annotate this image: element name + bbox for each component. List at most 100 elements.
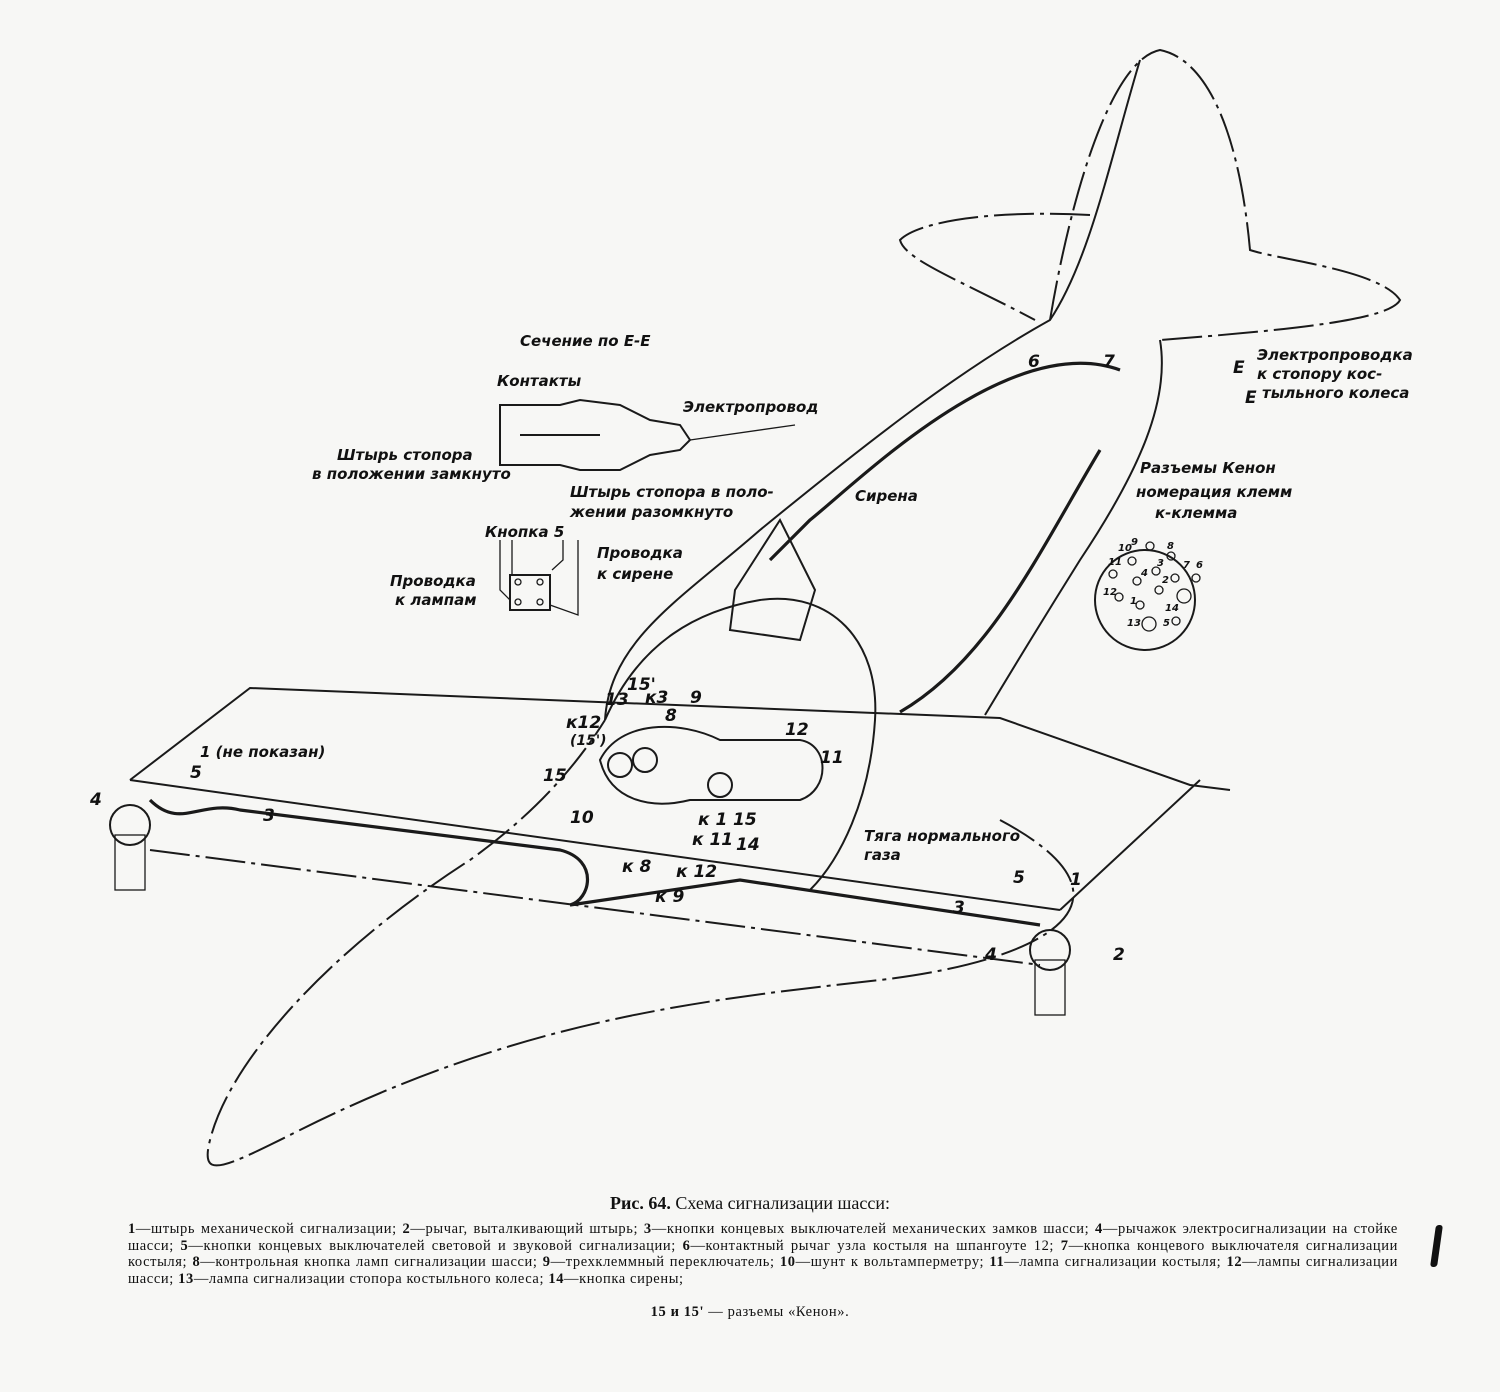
wiring-down-tail <box>899 449 1102 714</box>
label-k1: к 1 <box>698 810 728 830</box>
section-mark-e-2: E <box>1245 388 1257 408</box>
kenon-connector-face <box>1094 541 1201 651</box>
legend-item: 9—трехклеммный переключатель; <box>542 1254 775 1270</box>
label-15-left: 15 <box>543 766 567 786</box>
pin-closed-label-1: Штырь стопора <box>337 446 473 464</box>
legend-number: 4 <box>1095 1221 1103 1237</box>
tail-num-7: 7 <box>1103 352 1115 372</box>
right-label-5: 5 <box>1013 868 1025 888</box>
siren-wiring-label-1: Проводка <box>597 544 683 562</box>
label-k12: к 12 <box>676 862 718 882</box>
legend-number: 6 <box>682 1237 691 1254</box>
legend-item: 10—шунт к вольтамперметру; <box>779 1254 985 1270</box>
legend-text: кнопка сирены; <box>579 1270 684 1287</box>
label-10: 10 <box>570 808 594 828</box>
label-15-right: 15 <box>733 810 757 830</box>
legend-item: 6—контактный рычаг узла костыля на шпанг… <box>682 1237 1055 1254</box>
section-ee-drawing <box>499 398 796 471</box>
throttle-label-1: Тяга нормального <box>864 827 1021 845</box>
label-11: 11 <box>820 748 844 768</box>
left-wheel-hub <box>109 804 151 846</box>
label-15-prime: 15' <box>627 675 656 695</box>
fuselage-outline <box>604 59 1141 721</box>
pin-open-label-1: Штырь стопора в поло- <box>570 483 774 501</box>
right-wheel-hub <box>1029 929 1071 971</box>
figure-legend-last-line: 15 и 15' — разъемы «Кенон». <box>650 1304 850 1320</box>
label-12: 12 <box>785 720 809 740</box>
legend-item: 8—контрольная кнопка ламп сигнализации ш… <box>192 1254 538 1270</box>
legend-text: рычажок электросигнализации на стойке ша… <box>128 1221 1398 1254</box>
legend-text: штырь механической сигнализации; <box>150 1221 397 1237</box>
lamps-wiring-label-2: к лампам <box>395 591 477 609</box>
left-label-4: 4 <box>90 790 102 810</box>
legend-item: 7—кнопка концевого выключателя сигнализа… <box>128 1237 1398 1271</box>
left-label-1-not-shown: 1 (не показан) <box>200 743 326 761</box>
pin-closed-label-2: в положении замкнуто <box>312 465 511 483</box>
legend-text: кнопки концевых выключателей световой и … <box>203 1237 676 1254</box>
tailwheel-wire-label-1: Электропроводка <box>1257 346 1413 364</box>
contacts-label: Контакты <box>497 372 582 390</box>
legend-number: 13 <box>178 1270 194 1287</box>
legend-text: контрольная кнопка ламп сигнализации шас… <box>215 1254 538 1270</box>
connector-pin-label: 11 <box>1108 557 1122 568</box>
siren-wiring-label-2: к сирене <box>597 565 674 583</box>
right-label-3: 3 <box>953 898 965 918</box>
right-label-1: 1 <box>1070 870 1082 890</box>
legend-text: рычаг, выталкивающий штырь; <box>425 1221 639 1237</box>
wing-lower-edge <box>149 849 1041 966</box>
legend-item: 12—лампы сигнализации шасси; <box>128 1254 1399 1287</box>
label-k12-15p-2: (15') <box>570 733 607 749</box>
left-label-5: 5 <box>190 763 202 783</box>
connector-pin-label: 14 <box>1165 603 1179 614</box>
legend-text: лампы сигнализации шасси; <box>128 1254 1399 1287</box>
button-5-title: Кнопка 5 <box>485 523 565 541</box>
lamps-wiring-label-1: Проводка <box>390 572 476 590</box>
label-k9: к 9 <box>655 887 685 907</box>
pin-open-label-2: жении разомкнуто <box>570 503 734 521</box>
connector-pin-label: 12 <box>1103 587 1117 598</box>
right-label-2: 2 <box>1113 945 1125 965</box>
label-14: 14 <box>736 835 760 855</box>
label-k8: к 8 <box>622 857 652 877</box>
kenon-connector-15-left <box>607 752 633 778</box>
wing-leading-edge <box>129 779 1061 911</box>
seat-frame <box>728 517 817 642</box>
label-k12-15p-1: к12 <box>566 713 602 733</box>
legend-text: трехклеммный переключатель; <box>565 1254 775 1270</box>
legend-number: 2 <box>402 1221 411 1237</box>
legend-number: 14 <box>548 1270 565 1287</box>
connector-pin-label: 7 <box>1183 560 1190 571</box>
button-5-detail <box>499 540 579 616</box>
legend-item: 3—кнопки концевых выключателей механичес… <box>643 1221 1090 1237</box>
right-label-4: 4 <box>985 945 997 965</box>
legend-number: 1 <box>128 1221 136 1237</box>
label-k3: к3 <box>645 688 669 708</box>
legend-number: 8 <box>192 1254 201 1270</box>
left-gear-leg <box>114 834 146 891</box>
legend-number: 3 <box>643 1221 652 1237</box>
connector-pin-label: 13 <box>1127 618 1141 629</box>
throttle-label-2: газа <box>864 846 901 864</box>
legend-item: 13—лампа сигнализации стопора костыльног… <box>178 1270 545 1287</box>
legend-text: лампа сигнализации костыля; <box>1019 1254 1222 1270</box>
fin-outline <box>1049 48 1402 341</box>
kenon-connector-15p <box>632 747 658 773</box>
legend-number: 7 <box>1060 1237 1069 1254</box>
instrument-panel <box>598 725 824 805</box>
figure-caption-title: Рис. 64. Схема сигнализации шасси: <box>0 1193 1500 1214</box>
tail-num-6: 6 <box>1028 352 1040 372</box>
connector-pin-label: 3 <box>1157 558 1164 569</box>
connector-pin-label: 10 <box>1118 543 1132 554</box>
figure-legend: 1—штырь механической сигнализации; 2—рыч… <box>128 1221 1398 1287</box>
legend-text: контактный рычаг узла костыля на шпангоу… <box>705 1237 1055 1254</box>
wing-spar-rear <box>1059 779 1201 911</box>
legend-text: разъемы «Кенон». <box>727 1304 850 1320</box>
connector-title-3: к-клемма <box>1155 504 1238 522</box>
tailwheel-wire-label-2: к стопору кос- <box>1257 365 1383 383</box>
legend-number: 9 <box>542 1254 551 1270</box>
legend-item: 14—кнопка сирены; <box>548 1270 684 1287</box>
connector-pin-label: 4 <box>1141 568 1148 579</box>
cockpit-frame <box>604 597 877 891</box>
wiring-to-tail <box>768 361 1121 562</box>
